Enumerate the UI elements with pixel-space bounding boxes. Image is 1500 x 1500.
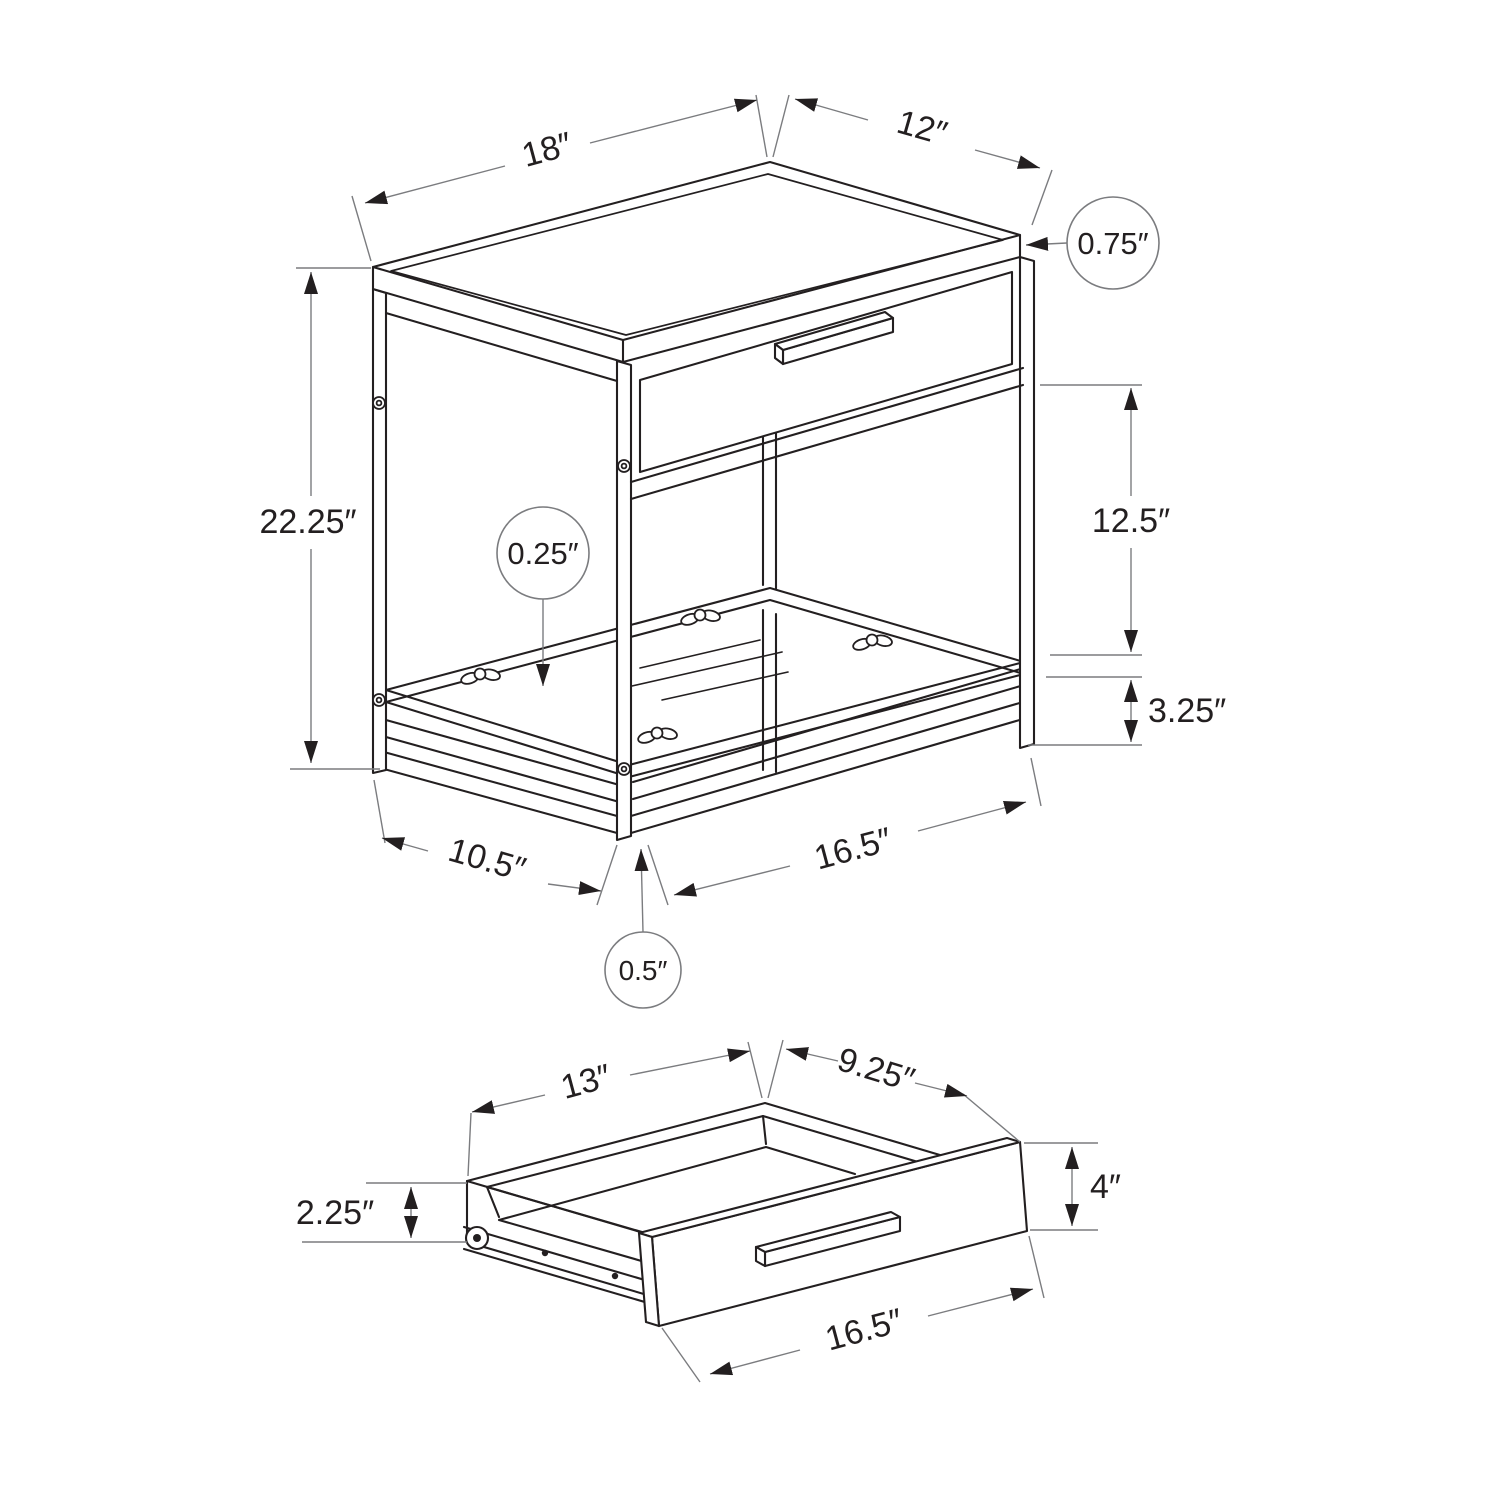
dim-line-105a xyxy=(381,837,429,852)
dim-line-165ta xyxy=(673,865,791,897)
dim-line-925a xyxy=(785,1047,839,1062)
drawer-floor-lines xyxy=(485,1114,857,1266)
dim-ext-05 xyxy=(596,844,669,906)
dim-ext-12 xyxy=(1031,169,1053,226)
drawer-handle xyxy=(773,310,895,366)
table-front-leg xyxy=(615,359,633,842)
tabletop-edges xyxy=(371,233,1022,364)
drawer-slide-rail xyxy=(462,1225,674,1312)
table-right-leg xyxy=(1018,255,1036,750)
dim-label-side-height: 2.25″ xyxy=(296,1194,374,1232)
dim-ext-925 xyxy=(962,1093,1021,1143)
dim-ext-2225 xyxy=(290,267,380,770)
dim-ext-225 xyxy=(302,1182,467,1243)
drawer-handle xyxy=(754,1210,902,1268)
screw-icon xyxy=(372,396,386,410)
dim-line-18b xyxy=(589,98,758,144)
screw-icon xyxy=(372,693,386,707)
dim-line-13b xyxy=(629,1048,751,1076)
dim-label-open-height: 12.5″ xyxy=(1092,502,1170,540)
dim-line-18 xyxy=(364,165,506,205)
drawer-rail-lines xyxy=(629,366,1025,501)
panel-left-end xyxy=(637,1231,661,1328)
dim-ext-13 xyxy=(467,1039,784,1177)
dim-label-shelf-thickness: 0.25″ xyxy=(507,536,578,571)
wing-nut-icon xyxy=(680,608,721,626)
dim-label-base-frame-height: 3.25″ xyxy=(1148,692,1226,730)
table-back-leg xyxy=(761,390,778,774)
dim-label-inner-width: 13″ xyxy=(557,1057,615,1107)
leg-screws xyxy=(372,396,631,776)
dim-ext-125 xyxy=(1040,384,1142,656)
dim-ext-18 xyxy=(351,94,790,262)
left-face-apron-line xyxy=(384,311,619,383)
handle-end xyxy=(754,1245,767,1268)
dim-label-top-thickness: 0.75″ xyxy=(1077,226,1148,261)
dim-label-base-width: 16.5″ xyxy=(810,821,895,878)
dim-label-top-depth: 12″ xyxy=(893,103,951,153)
dim-line-12 xyxy=(794,98,869,121)
drawer-view: 13″ 9.25″ 2.25″ 4″ 16.5″ xyxy=(296,1039,1121,1383)
glass-reflection-lines xyxy=(631,639,789,701)
shelf-lower-rail-left xyxy=(384,718,625,805)
slide-rail-roller-center xyxy=(473,1234,481,1242)
shelf-frame-lip xyxy=(384,598,1026,779)
drawer-rim-edges xyxy=(465,1101,952,1183)
dim-line-13a xyxy=(471,1094,546,1114)
dim-ext-105 xyxy=(373,779,386,844)
screw-icon xyxy=(617,762,631,776)
screw-icon xyxy=(617,459,631,473)
bottom-rail-left-face xyxy=(371,747,619,835)
dim-leader-075 xyxy=(1025,236,1068,251)
dim-label-inner-depth: 9.25″ xyxy=(833,1040,919,1099)
shelf-wing-nuts xyxy=(460,608,893,744)
table-dimensions: 18″ 12″ 0.75″ 22.25″ 12.5″ 3.25″ xyxy=(259,94,1226,1009)
slide-rail-bar xyxy=(462,1225,674,1312)
dim-label-front-width: 16.5″ xyxy=(821,1302,906,1359)
dim-line-12b xyxy=(974,149,1041,169)
dim-ext-4 xyxy=(1024,1142,1098,1231)
dim-leader-05 xyxy=(634,848,649,933)
dim-label-base-depth: 10.5″ xyxy=(444,831,530,889)
dim-ext-325 xyxy=(1028,676,1142,746)
tabletop-slab xyxy=(371,160,1022,364)
table-view: 18″ 12″ 0.75″ 22.25″ 12.5″ 3.25″ xyxy=(259,94,1226,1009)
dim-line-165tb xyxy=(917,800,1027,832)
drawer-front-panel xyxy=(637,1136,1029,1328)
wing-nut-icon xyxy=(852,633,893,651)
dim-line-105b xyxy=(547,881,602,896)
dim-line-925b xyxy=(914,1082,968,1098)
dim-ext-165d xyxy=(661,1235,1045,1383)
wing-nut-icon xyxy=(460,667,501,685)
dim-ext-165t xyxy=(1030,757,1042,807)
slide-rail-screw-dot xyxy=(611,1272,619,1280)
slide-rail-screw-dot xyxy=(541,1249,549,1257)
wing-nut-icon xyxy=(637,726,678,744)
dim-label-front-height: 4″ xyxy=(1090,1168,1121,1206)
dim-label-overall-height: 22.25″ xyxy=(259,503,356,541)
dim-line-165db xyxy=(927,1287,1034,1317)
handle-end xyxy=(773,342,785,366)
table-drawer-front xyxy=(638,270,1014,474)
dim-line-165da xyxy=(709,1349,801,1376)
dim-label-top-width: 18″ xyxy=(518,125,576,175)
dim-label-leg-width: 0.5″ xyxy=(619,955,668,986)
tabletop-inset-line xyxy=(390,173,1004,336)
shelf-lower-rail-right xyxy=(631,666,1026,801)
bottom-rail-right-face xyxy=(629,700,1025,835)
